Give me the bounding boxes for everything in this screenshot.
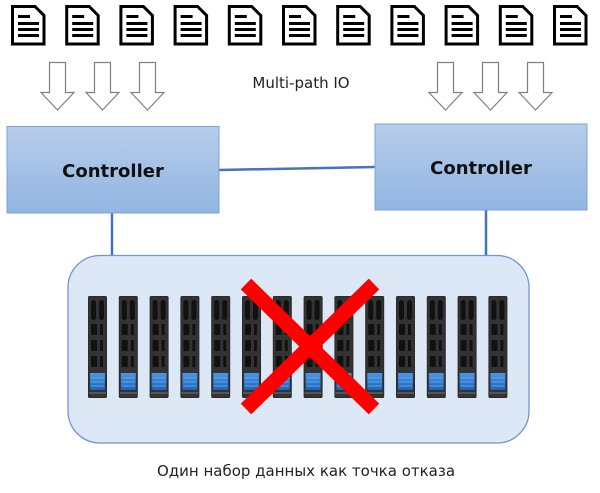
hard-drive-icon [364,295,385,399]
controller-interconnect-line [218,165,376,172]
caption: Один набор данных как точка отказа [157,462,455,480]
document-icon [444,5,480,46]
arrow-down-icon [40,61,75,111]
document-icon [282,5,317,46]
controller-right: Controller [374,123,588,211]
hard-drive-icon [87,295,108,399]
arrow-down-icon [85,61,120,111]
document-icon [173,5,209,46]
hard-drive-icon [179,295,200,399]
hard-drive-icon [210,295,231,399]
hard-drive-icon [241,295,262,399]
document-row [11,5,588,46]
hard-drive-icon [395,295,416,399]
document-icon [390,5,425,46]
arrow-down-icon [473,61,508,111]
red-x-icon [240,278,380,415]
multipath-io-label: Multi-path IO [252,74,349,92]
document-icon [227,5,263,46]
document-icon [11,5,46,46]
arrow-down-icon [130,61,165,111]
hard-drive-icon [426,295,447,399]
hard-drive-icon [118,295,139,399]
hard-drive-icon [457,295,478,399]
document-icon [553,5,588,46]
controller-left-label: Controller [62,161,164,182]
hard-drive-icon [487,295,508,399]
arrow-down-icon [428,61,463,111]
document-icon [498,5,534,46]
document-icon [65,5,100,46]
arrow-down-icon [518,61,553,111]
controller-right-label: Controller [430,158,532,179]
hard-drive-icon [149,295,170,399]
document-icon [119,5,154,46]
document-icon [336,5,371,46]
controller-left: Controller [6,126,220,214]
